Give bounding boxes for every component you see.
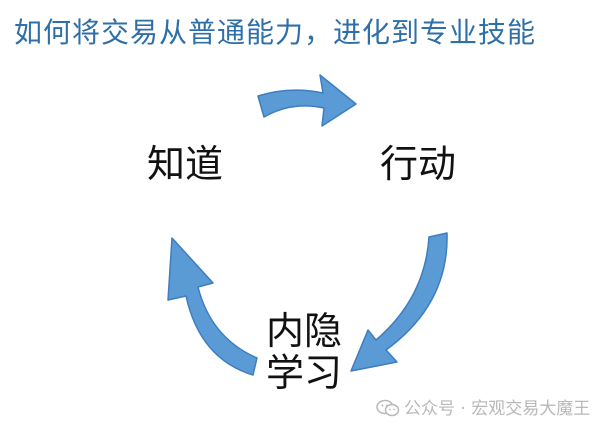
- wechat-icon: [376, 399, 400, 417]
- slide-title: 如何将交易从普通能力，进化到专业技能: [14, 16, 537, 49]
- node-act: 行动: [380, 142, 457, 186]
- watermark-text: 公众号 · 宏观交易大魔王: [404, 399, 591, 419]
- node-know: 知道: [147, 142, 224, 186]
- watermark: 公众号 · 宏观交易大魔王: [376, 398, 590, 420]
- arrow-inner-to-know: [167, 237, 258, 376]
- node-inner-line2: 学习: [266, 351, 343, 395]
- node-inner-line1: 内隐: [266, 309, 343, 353]
- arrow-act-to-inner: [350, 232, 448, 372]
- node-inner-learning: 内隐 学习: [266, 310, 342, 394]
- arrow-know-to-act: [257, 74, 357, 127]
